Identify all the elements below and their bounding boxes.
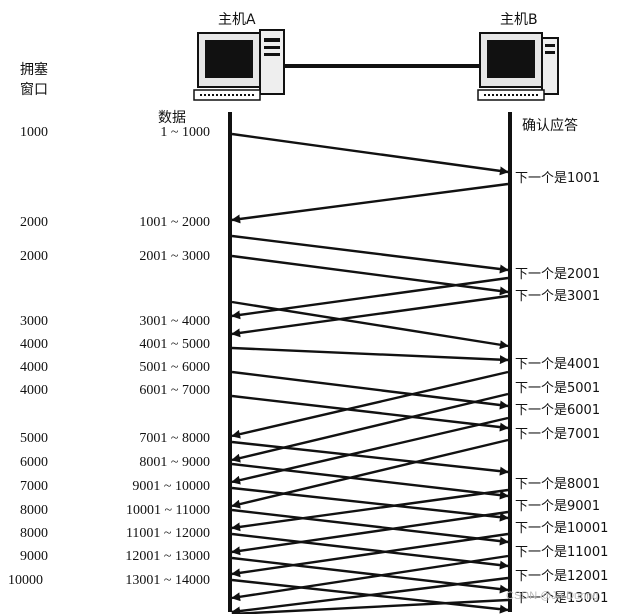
ack-label: 下一个是6001 (515, 403, 600, 418)
ack-label: 下一个是11001 (515, 545, 608, 560)
watermark: CSDN @Ja Dunng (506, 590, 598, 602)
data-range-label: 3001 ~ 4000 (139, 314, 210, 329)
ack-label: 下一个是7001 (515, 427, 600, 442)
data-segment-arrow (231, 132, 509, 176)
data-range-label: 10001 ~ 11000 (126, 503, 210, 518)
data-range-label: 2001 ~ 3000 (139, 249, 210, 264)
ack-label: 下一个是2001 (515, 267, 600, 282)
ack-arrow (231, 576, 509, 614)
cwnd-value: 2000 (20, 249, 48, 264)
ack-label: 下一个是10001 (515, 521, 608, 536)
data-segment-arrow (231, 508, 509, 546)
data-segment-arrow (231, 234, 509, 274)
data-segment-arrow (231, 300, 509, 350)
data-header: 数据 (158, 110, 186, 126)
data-range-label: 9001 ~ 10000 (132, 479, 210, 494)
ack-header: 确认应答 (522, 117, 578, 134)
ack-arrow (231, 276, 509, 320)
cwnd-header-line2: 窗口 (20, 81, 48, 98)
data-segment-arrow (231, 486, 509, 522)
data-range-label: 8001 ~ 9000 (139, 455, 210, 470)
ack-arrow (231, 370, 509, 439)
cwnd-value: 8000 (20, 526, 48, 541)
ack-rows: 下一个是1001 下一个是2001 下一个是3001 下一个是4001 下一个是5001… (515, 171, 608, 606)
ack-arrow (231, 598, 509, 614)
cwnd-value: 4000 (20, 383, 48, 398)
cwnd-value: 1000 (20, 125, 48, 140)
data-segment-arrow (231, 346, 509, 365)
cwnd-value: 9000 (20, 549, 48, 564)
data-segment-arrow (231, 532, 509, 570)
data-range-label: 5001 ~ 6000 (139, 360, 210, 375)
data-range-label: 7001 ~ 8000 (139, 431, 210, 446)
data-range-label: 11001 ~ 12000 (126, 526, 210, 541)
host-b-label: 主机B (500, 12, 538, 28)
data-range-label: 1001 ~ 2000 (139, 215, 210, 230)
computer-a-icon (193, 29, 285, 101)
ack-arrow (231, 182, 509, 224)
cwnd-value: 3000 (20, 314, 48, 329)
cwnd-value: 4000 (20, 337, 48, 352)
cwnd-value: 4000 (20, 360, 48, 375)
ack-arrow (231, 488, 509, 532)
ack-arrow (231, 554, 509, 602)
ack-label: 下一个是1001 (515, 171, 600, 186)
data-range-label: 13001 ~ 14000 (125, 573, 210, 588)
send-rows: 1000 1 ~ 1000 2000 1001 ~ 2000 2000 2001 ~ 30… (8, 125, 210, 588)
data-range-label: 6001 ~ 7000 (139, 383, 210, 398)
data-range-label: 4001 ~ 5000 (139, 337, 210, 352)
cwnd-header-line1: 拥塞 (20, 61, 48, 78)
cwnd-value: 10000 (8, 573, 43, 588)
host-a-label: 主机A (218, 12, 256, 28)
data-segment-arrow (231, 394, 509, 432)
ack-label: 下一个是9001 (515, 499, 600, 514)
computer-b-icon (477, 32, 559, 101)
ack-arrow (231, 438, 509, 509)
ack-label: 下一个是5001 (515, 381, 600, 396)
ack-label: 下一个是3001 (515, 289, 600, 304)
cwnd-value: 6000 (20, 455, 48, 470)
ack-arrow (231, 510, 509, 556)
data-segment-arrow (231, 462, 509, 500)
data-range-label: 1 ~ 1000 (160, 125, 210, 140)
ack-arrow (231, 532, 509, 578)
ack-arrow (231, 294, 509, 338)
cwnd-value: 7000 (20, 479, 48, 494)
ack-label: 下一个是8001 (515, 477, 600, 492)
ack-arrow (231, 392, 509, 463)
data-segment-arrow (231, 440, 509, 476)
cwnd-value: 2000 (20, 215, 48, 230)
cwnd-value: 8000 (20, 503, 48, 518)
ack-label: 下一个是4001 (515, 357, 600, 372)
data-segment-arrow (231, 254, 509, 296)
data-segment-arrow (231, 370, 509, 410)
ack-arrow (231, 416, 509, 485)
ack-label: 下一个是12001 (515, 569, 608, 584)
cwnd-value: 5000 (20, 431, 48, 446)
ack-label: 下一个是13001 (515, 591, 608, 606)
data-range-label: 12001 ~ 13000 (125, 549, 210, 564)
segment-arrows (231, 132, 509, 614)
